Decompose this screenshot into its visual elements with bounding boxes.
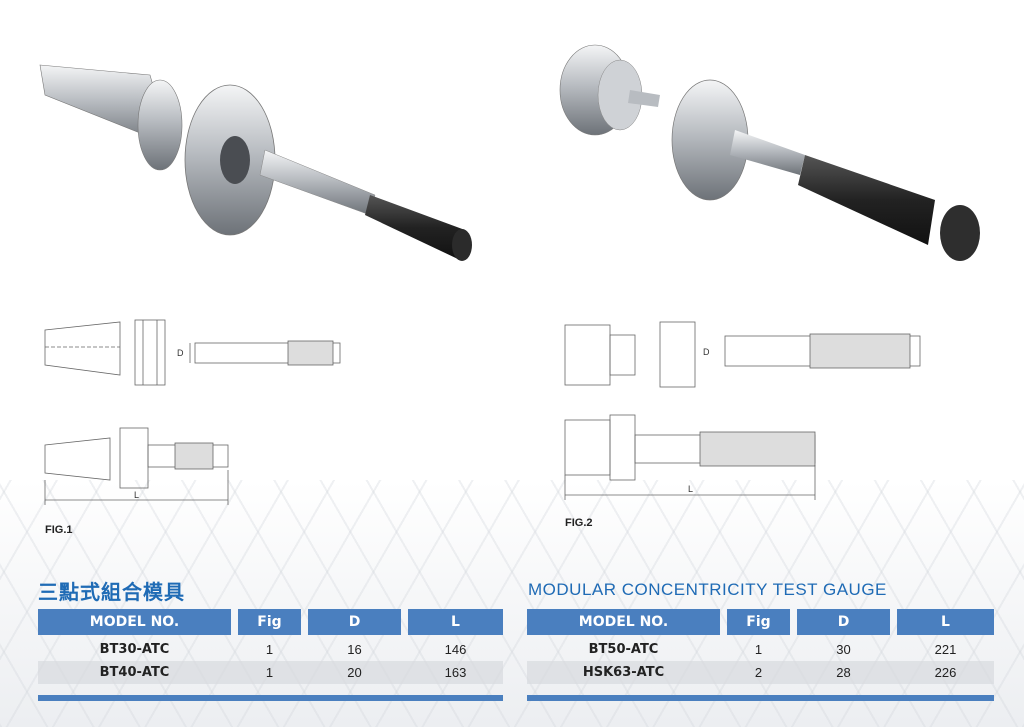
right-table-title: MODULAR CONCENTRICITY TEST GAUGE [528,580,887,599]
header-d: D [308,609,401,635]
header-d: D [797,609,890,635]
table-bottom-bar [527,695,994,701]
bt-holder-photo [39,64,472,261]
cell-d: 30 [836,642,851,657]
cell-fig: 2 [754,665,763,680]
table-header: MODEL NO. Fig D L [527,609,994,635]
header-model: MODEL NO. [527,609,720,635]
cell-fig: 1 [265,665,274,680]
table-row: BT30-ATC 1 16 146 [38,638,503,661]
table-row: BT50-ATC 1 30 221 [527,638,994,661]
cell-model: BT50-ATC [588,642,659,657]
fig2-label: FIG.2 [565,517,593,529]
table-header: MODEL NO. Fig D L [38,609,503,635]
header-l: L [408,609,503,635]
cell-l: 163 [444,665,467,680]
header-model: MODEL NO. [38,609,231,635]
hsk-holder-photo [559,44,980,261]
cell-d: 28 [836,665,851,680]
fig1-dim-d: D [177,348,184,358]
table-row: HSK63-ATC 2 28 226 [527,661,994,684]
cell-l: 226 [934,665,957,680]
cell-l: 146 [444,642,467,657]
table-bottom-bar [38,695,503,701]
fig1-drawing: D L [44,319,341,505]
cell-fig: 1 [265,642,274,657]
fig2-drawing: D L [564,321,921,500]
header-fig: Fig [727,609,790,635]
cell-d: 16 [347,642,362,657]
cell-model: BT30-ATC [99,642,170,657]
cell-model: BT40-ATC [99,665,170,680]
background-pattern [0,480,1024,727]
fig1-dim-l: L [134,490,139,500]
table-row: BT40-ATC 1 20 163 [38,661,503,684]
fig1-label: FIG.1 [45,524,73,536]
header-fig: Fig [238,609,301,635]
right-spec-table: MODEL NO. Fig D L BT50-ATC 1 30 221 HSK6… [527,609,994,701]
cell-fig: 1 [754,642,763,657]
cell-d: 20 [347,665,362,680]
header-l: L [897,609,994,635]
left-spec-table: MODEL NO. Fig D L BT30-ATC 1 16 146 BT40… [38,609,503,701]
cell-l: 221 [934,642,957,657]
fig2-dim-l: L [688,484,693,494]
fig2-dim-d: D [703,347,710,357]
left-table-title: 三點式組合模具 [38,582,185,604]
cell-model: HSK63-ATC [582,665,665,680]
